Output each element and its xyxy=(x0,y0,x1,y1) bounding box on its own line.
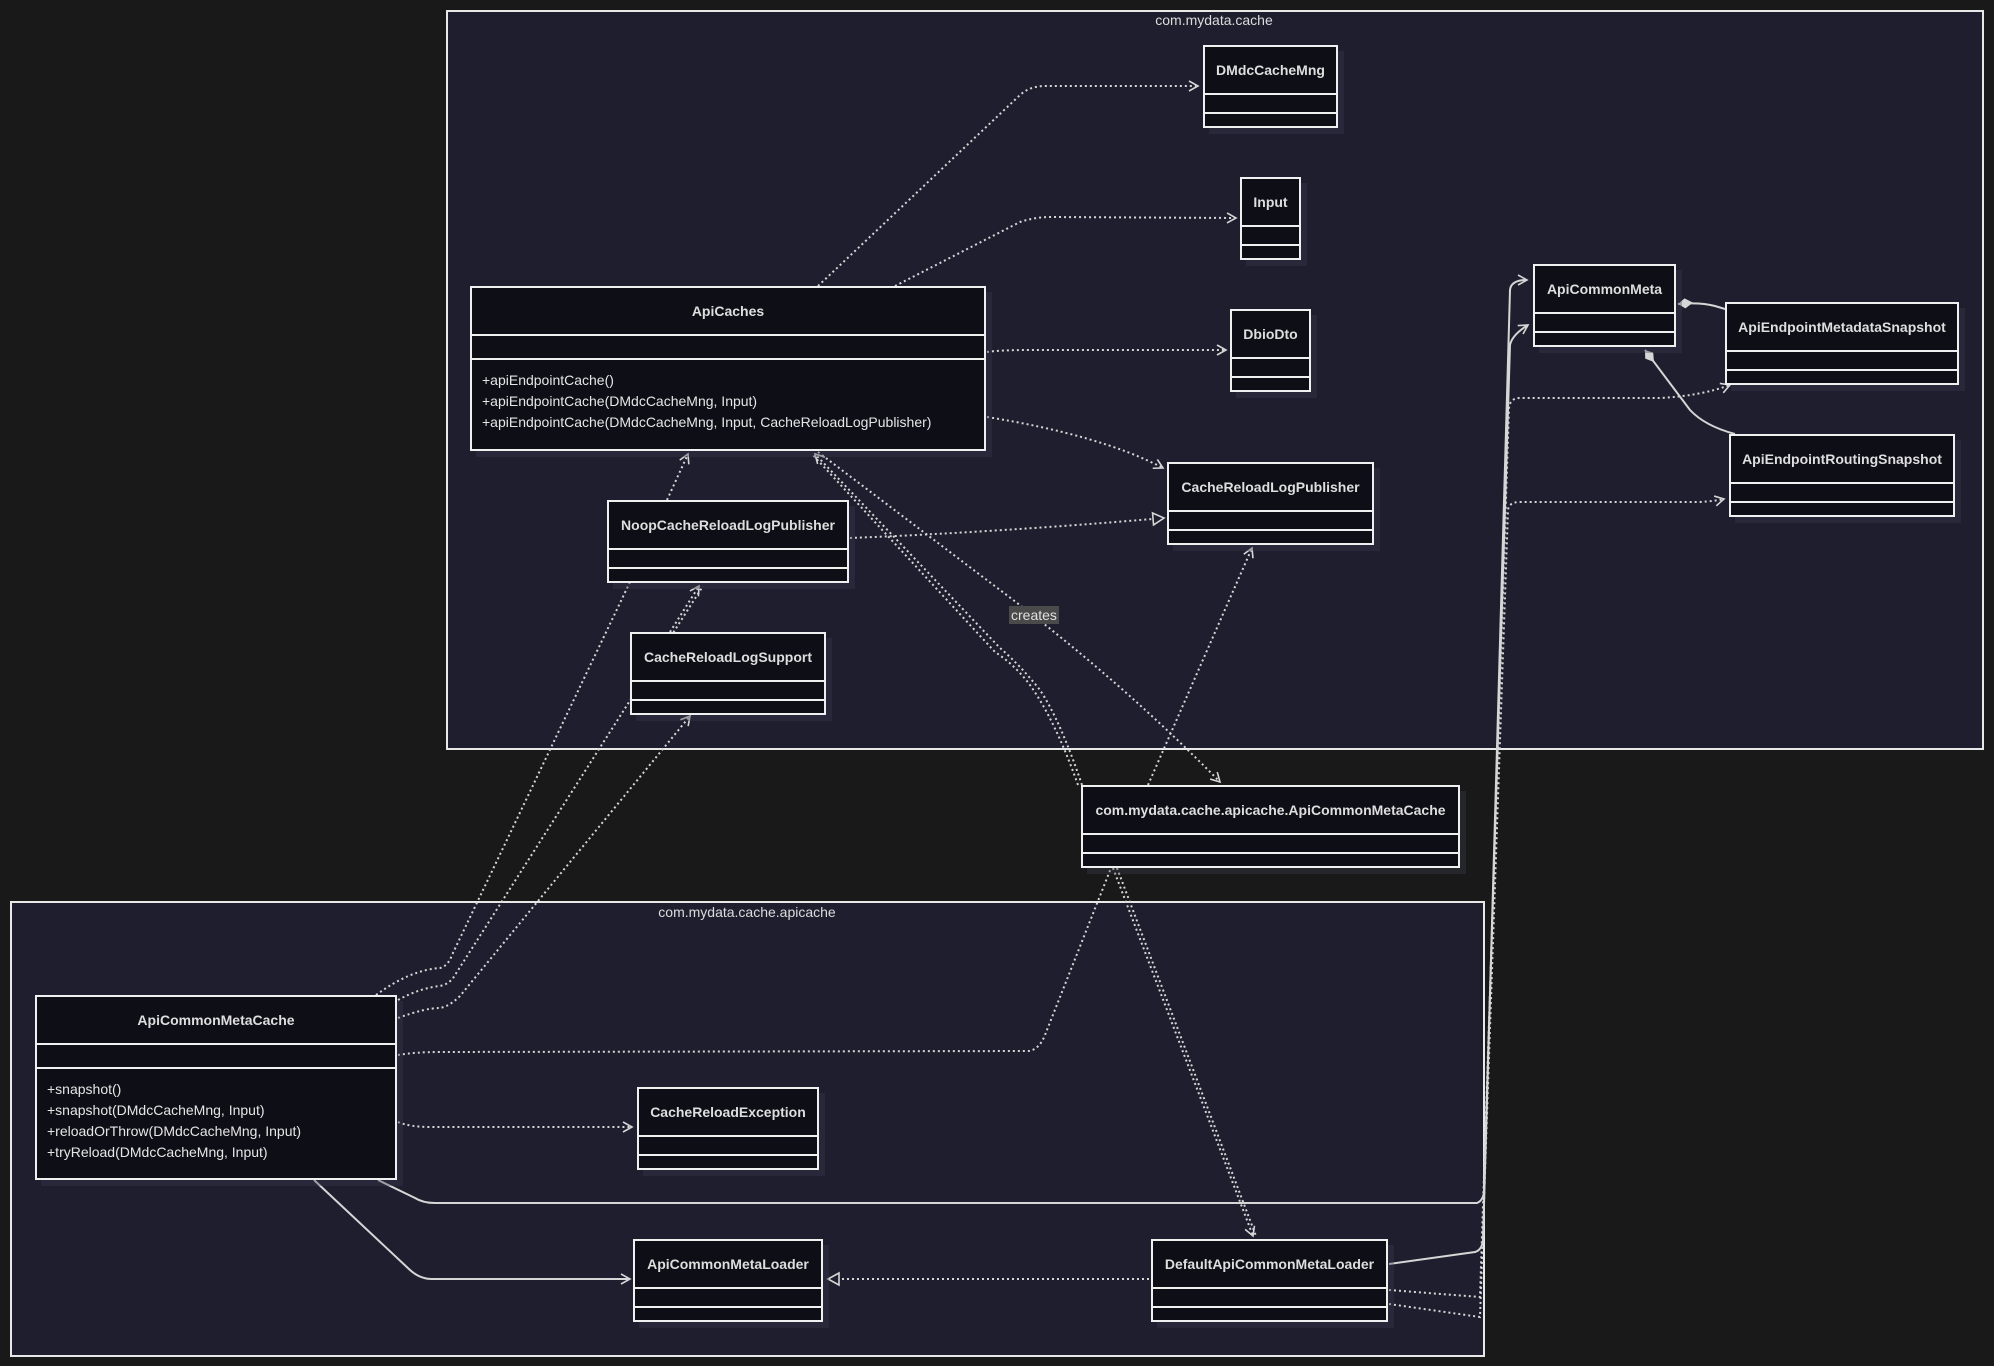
operations-section: +snapshot() +snapshot(DMdcCacheMng, Inpu… xyxy=(37,1069,395,1178)
class-cachereloadlogpublisher[interactable]: CacheReloadLogPublisher xyxy=(1167,462,1374,545)
method: +apiEndpointCache(DMdcCacheMng, Input) xyxy=(482,393,758,409)
package-label-cache: com.mydata.cache xyxy=(1155,12,1273,28)
method: +reloadOrThrow(DMdcCacheMng, Input) xyxy=(47,1123,302,1139)
edge-meta-routesnap-composition xyxy=(1644,349,1736,435)
class-apicommonmeta[interactable]: ApiCommonMeta xyxy=(1533,264,1676,347)
edge-noop-apicaches xyxy=(666,452,690,501)
class-name: CacheReloadLogSupport xyxy=(632,634,824,682)
edge-meta-metasnap-composition xyxy=(1677,298,1726,310)
attributes-section xyxy=(37,1045,395,1069)
edge-label-creates: creates xyxy=(1009,606,1059,624)
method: +tryReload(DMdcCacheMng, Input) xyxy=(47,1144,268,1160)
edge-metacache-meta xyxy=(377,324,1530,1204)
class-name: DbioDto xyxy=(1232,311,1309,359)
edge-metacache-qualified xyxy=(397,867,1112,1056)
attributes-section xyxy=(1169,512,1372,531)
class-apicommonmetaloader[interactable]: ApiCommonMetaLoader xyxy=(633,1239,823,1322)
edge-apicaches-publisher xyxy=(986,416,1165,470)
edge-apicaches-qualified-creates xyxy=(817,451,1222,784)
edge-defloader-metasnap xyxy=(1388,382,1732,1299)
edge-qualified-defloader-2 xyxy=(1116,867,1257,1237)
class-name: com.mydata.cache.apicache.ApiCommonMetaC… xyxy=(1083,787,1458,835)
edge-metacache-support xyxy=(397,714,692,1019)
method: +snapshot() xyxy=(47,1081,122,1097)
attributes-section xyxy=(639,1137,817,1156)
attributes-section xyxy=(1232,359,1309,378)
class-apiendpointroutingsnapshot[interactable]: ApiEndpointRoutingSnapshot xyxy=(1729,434,1955,517)
attributes-section xyxy=(632,682,824,701)
edge-defloader-meta xyxy=(1388,274,1529,1265)
attributes-section xyxy=(635,1289,821,1308)
edge-qualified-apicaches-2 xyxy=(811,453,1079,786)
edge-support-noop xyxy=(669,584,700,633)
attributes-section xyxy=(1083,835,1458,854)
class-name: Input xyxy=(1242,179,1299,227)
class-name: ApiCommonMetaLoader xyxy=(635,1241,821,1289)
class-name: DMdcCacheMng xyxy=(1205,47,1336,95)
edge-metacache-noop xyxy=(397,585,704,1001)
edge-metacache-exception xyxy=(397,1121,634,1133)
class-name: ApiCommonMeta xyxy=(1535,266,1674,314)
class-apicommonmetacache[interactable]: ApiCommonMetaCache +snapshot() +snapshot… xyxy=(35,995,397,1180)
method: +apiEndpointCache(DMdcCacheMng, Input, C… xyxy=(482,414,932,430)
class-name: DefaultApiCommonMetaLoader xyxy=(1153,1241,1386,1289)
edge-qualified-defloader-1 xyxy=(1112,867,1256,1238)
edge-apicaches-input xyxy=(894,212,1238,287)
attributes-section xyxy=(472,336,984,360)
attributes-section xyxy=(1205,95,1336,114)
class-name: NoopCacheReloadLogPublisher xyxy=(609,502,847,550)
attributes-section xyxy=(1242,227,1299,246)
operations-section: +apiEndpointCache() +apiEndpointCache(DM… xyxy=(472,360,984,449)
attributes-section xyxy=(1727,352,1957,371)
class-input[interactable]: Input xyxy=(1240,177,1301,260)
class-name: ApiEndpointRoutingSnapshot xyxy=(1731,436,1953,484)
class-dmdccachemng[interactable]: DMdcCacheMng xyxy=(1203,45,1338,128)
package-label-apicache: com.mydata.cache.apicache xyxy=(658,904,836,920)
attributes-section xyxy=(1535,314,1674,333)
class-apiendpointmetadatasnapshot[interactable]: ApiEndpointMetadataSnapshot xyxy=(1725,302,1959,385)
method: +apiEndpointCache() xyxy=(482,372,614,388)
attributes-section xyxy=(1153,1289,1386,1308)
class-name: CacheReloadLogPublisher xyxy=(1169,464,1372,512)
edge-qualified-publisher xyxy=(1147,546,1254,786)
class-noopcachereloadlogpublisher[interactable]: NoopCacheReloadLogPublisher xyxy=(607,500,849,583)
class-dbiodto[interactable]: DbioDto xyxy=(1230,309,1311,392)
edge-metacache-apicaches xyxy=(375,581,631,996)
class-name: ApiCommonMetaCache xyxy=(37,997,395,1045)
edge-apicaches-dbio xyxy=(986,344,1228,356)
class-name: CacheReloadException xyxy=(639,1089,817,1137)
class-name: ApiCaches xyxy=(472,288,984,336)
edge-apicaches-dmdc xyxy=(817,80,1200,287)
edge-defloader-routesnap xyxy=(1388,495,1726,1319)
class-apicaches[interactable]: ApiCaches +apiEndpointCache() +apiEndpoi… xyxy=(470,286,986,451)
method: +snapshot(DMdcCacheMng, Input) xyxy=(47,1102,265,1118)
class-cachereloadexception[interactable]: CacheReloadException xyxy=(637,1087,819,1170)
class-defaultapicommonmetaloader[interactable]: DefaultApiCommonMetaLoader xyxy=(1151,1239,1388,1322)
edge-noop-publisher xyxy=(849,511,1166,539)
edge-metacache-loader xyxy=(313,1179,632,1285)
attributes-section xyxy=(609,550,847,569)
attributes-section xyxy=(1731,484,1953,503)
class-cachereloadlogsupport[interactable]: CacheReloadLogSupport xyxy=(630,632,826,715)
class-name: ApiEndpointMetadataSnapshot xyxy=(1727,304,1957,352)
class-qualified-apicommonmetacache[interactable]: com.mydata.cache.apicache.ApiCommonMetaC… xyxy=(1081,785,1460,868)
